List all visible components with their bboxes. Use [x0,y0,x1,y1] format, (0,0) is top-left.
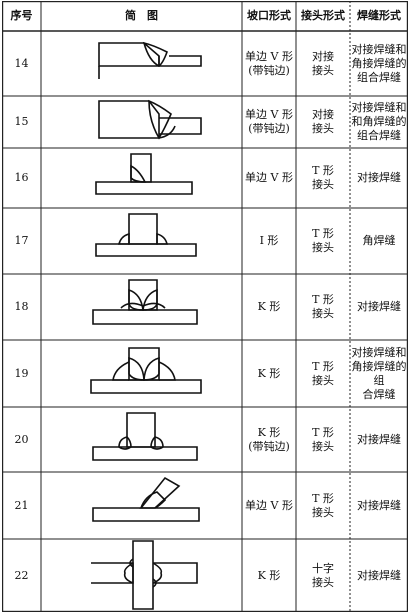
row-15-weld: 对接焊缝和 和角焊缝的 组合焊缝 [351,101,407,142]
row-19-joint: T 形 接头 [312,359,334,387]
header-serial-number: 序号 [10,9,33,22]
row-15-number: 15 [14,115,29,128]
row-16-groove: 单边 V 形 [245,171,293,184]
row-19-groove: K 形 [257,366,281,380]
row-18-groove: K 形 [257,300,281,313]
row-21-joint: T 形 接头 [312,491,334,519]
row-22-number: 22 [14,568,29,582]
row-19-number: 19 [14,366,29,380]
t-joint-k-groove-icon [41,274,242,340]
row-15-groove: 单边 V 形 (带钝边) [245,108,293,135]
row-21-weld: 对接焊缝 [357,498,401,512]
row-15-joint: 对接 接头 [312,108,334,135]
row-20-number: 20 [14,432,29,446]
butt-single-v-blunt-icon [41,31,242,96]
t-joint-fillet-icon [41,208,242,274]
t-joint-inclined-single-v-icon [41,472,242,539]
t-joint-k-groove-fillet-icon [41,340,242,407]
t-joint-k-blunt-icon [41,407,242,472]
row-14-groove: 单边 V 形 (带钝边) [245,49,293,77]
row-22-groove: K 形 [257,568,281,582]
row-21-number: 21 [14,498,29,512]
t-joint-single-v-icon [41,148,242,208]
header-groove-type: 坡口形式 [247,9,291,22]
row-22-joint: 十字 接头 [312,561,334,589]
row-22-weld: 对接焊缝 [357,568,401,582]
row-16-number: 16 [14,171,29,184]
header-weld-type: 焊缝形式 [357,9,401,22]
row-18-number: 18 [14,300,29,313]
row-18-weld: 对接焊缝 [357,300,401,313]
cross-joint-k-groove-icon [41,539,242,612]
row-17-joint: T 形 接头 [312,227,334,254]
row-18-joint: T 形 接头 [312,293,334,320]
row-16-joint: T 形 接头 [312,164,334,191]
row-20-weld: 对接焊缝 [357,432,401,446]
row-20-groove: K 形 (带钝边) [248,425,290,453]
row-17-weld: 角焊缝 [362,234,396,247]
row-21-groove: 单边 V 形 [245,498,293,512]
row-16-weld: 对接焊缝 [357,171,401,184]
header-joint-type: 接头形式 [301,9,345,22]
row-20-joint: T 形 接头 [312,425,334,453]
row-14-weld: 对接焊缝和 角接焊缝的 组合焊缝 [351,42,407,84]
row-19-weld: 对接焊缝和 角接焊缝的组 合焊缝 [351,345,407,401]
row-17-number: 17 [14,234,29,247]
row-17-groove: I 形 [259,234,279,247]
header-sketch: 简 图 [125,9,158,22]
butt-single-v-blunt-fillet-icon [41,96,242,148]
row-14-number: 14 [14,56,29,70]
row-14-joint: 对接 接头 [312,49,334,77]
